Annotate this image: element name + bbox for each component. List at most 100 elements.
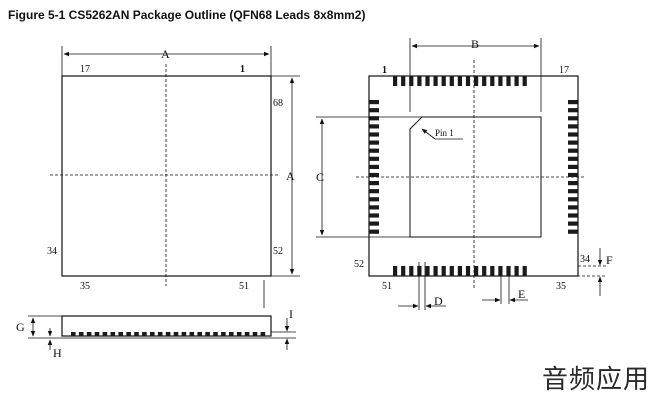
side-lead bbox=[157, 332, 163, 336]
bottom-dim-c-label: C bbox=[316, 170, 324, 184]
side-lead bbox=[142, 332, 147, 336]
pad-top bbox=[506, 76, 511, 86]
pad-right bbox=[568, 156, 578, 161]
bottom-dim-e-label: E bbox=[518, 287, 525, 301]
side-lead bbox=[197, 332, 202, 336]
side-lead bbox=[173, 332, 179, 336]
pad-right bbox=[568, 124, 578, 129]
pad-left bbox=[369, 156, 379, 161]
side-dim-g-label: G bbox=[16, 320, 25, 334]
bottom-view: B C Pin 1 1 17 52 34 51 35 F D E bbox=[316, 37, 613, 310]
side-lead bbox=[102, 332, 108, 336]
pad-right bbox=[568, 148, 578, 153]
side-lead bbox=[252, 332, 258, 336]
bottom-pin-34: 34 bbox=[580, 254, 590, 265]
exposed-pad bbox=[409, 116, 542, 238]
pad-right bbox=[568, 108, 578, 113]
pad-left bbox=[369, 140, 379, 145]
pad-top bbox=[441, 76, 446, 86]
top-view: A A 17 1 68 34 52 35 51 bbox=[47, 46, 300, 292]
bottom-pin-1: 1 bbox=[382, 65, 387, 76]
pad-top bbox=[498, 76, 503, 86]
bottom-view-pads-right bbox=[568, 100, 578, 234]
pad-right bbox=[568, 132, 578, 137]
pad-bottom bbox=[393, 266, 398, 276]
top-pin-35: 35 bbox=[80, 281, 90, 292]
bottom-view-pads-left bbox=[369, 100, 379, 234]
pad-bottom bbox=[457, 266, 462, 276]
side-lead bbox=[134, 332, 139, 336]
pad-left bbox=[369, 221, 379, 226]
pad-top bbox=[449, 76, 454, 86]
top-pin-1: 1 bbox=[240, 64, 245, 75]
bottom-dim-d-label: D bbox=[434, 294, 443, 308]
pad-right bbox=[568, 205, 578, 210]
pad-left bbox=[369, 181, 379, 186]
pad-right bbox=[568, 189, 578, 194]
pad-left bbox=[369, 229, 379, 234]
top-pin-68: 68 bbox=[273, 98, 283, 109]
pad-right bbox=[568, 213, 578, 218]
pad-left bbox=[369, 189, 379, 194]
side-dim-h-label: H bbox=[53, 346, 62, 360]
pad-left bbox=[369, 132, 379, 137]
side-lead bbox=[94, 332, 100, 336]
bottom-pin-52: 52 bbox=[354, 259, 364, 270]
bottom-view-body bbox=[368, 75, 579, 277]
pin1-marker-arrow bbox=[421, 128, 436, 140]
side-lead bbox=[165, 332, 171, 336]
pad-bottom bbox=[506, 266, 511, 276]
pad-right bbox=[568, 116, 578, 121]
side-lead bbox=[118, 332, 123, 336]
bottom-view-pads-bottom bbox=[393, 266, 527, 276]
side-lead bbox=[221, 332, 226, 336]
pad-bottom bbox=[490, 266, 495, 276]
side-lead bbox=[260, 332, 266, 336]
side-lead bbox=[181, 332, 187, 336]
pad-bottom bbox=[474, 266, 479, 276]
bottom-pin-35: 35 bbox=[556, 281, 566, 292]
pad-bottom bbox=[498, 266, 503, 276]
top-pin-51: 51 bbox=[239, 281, 249, 292]
bottom-dim-f-label: F bbox=[606, 253, 613, 267]
side-lead bbox=[150, 332, 155, 336]
side-lead bbox=[244, 332, 250, 336]
pad-top bbox=[514, 76, 519, 86]
bottom-view-pads-top bbox=[393, 76, 527, 86]
pad-top bbox=[522, 76, 527, 86]
top-dim-a-width-label: A bbox=[161, 47, 170, 61]
pad-top bbox=[417, 76, 422, 86]
pad-bottom bbox=[449, 266, 454, 276]
watermark-text: 音频应用 bbox=[541, 365, 650, 395]
pad-right bbox=[568, 221, 578, 226]
pad-bottom bbox=[522, 266, 527, 276]
pad-top bbox=[401, 76, 406, 86]
figure-title: Figure 5-1 CS5262AN Package Outline (QFN… bbox=[8, 8, 366, 22]
pad-left bbox=[369, 205, 379, 210]
pad-left bbox=[369, 124, 379, 129]
pad-right bbox=[568, 100, 578, 105]
pad-top bbox=[433, 76, 438, 86]
pad-bottom bbox=[425, 266, 430, 276]
pad-bottom bbox=[409, 266, 414, 276]
side-lead bbox=[71, 332, 76, 336]
pad-bottom bbox=[401, 266, 406, 276]
top-view-body bbox=[61, 75, 272, 277]
pad-left bbox=[369, 148, 379, 153]
top-dim-a-height-label: A bbox=[286, 169, 295, 183]
pad-bottom bbox=[441, 266, 446, 276]
pad-top bbox=[482, 76, 487, 86]
pad-bottom bbox=[465, 266, 471, 276]
pad-left bbox=[369, 108, 379, 113]
pad-right bbox=[568, 164, 578, 169]
side-view-leads bbox=[71, 332, 266, 336]
pad-left bbox=[369, 164, 379, 169]
bottom-pin-17: 17 bbox=[559, 65, 569, 76]
bottom-pin-51: 51 bbox=[382, 281, 392, 292]
pad-bottom bbox=[482, 266, 487, 276]
side-lead bbox=[78, 332, 84, 336]
side-lead bbox=[236, 332, 242, 336]
pad-right bbox=[568, 181, 578, 186]
side-lead bbox=[189, 332, 195, 336]
pad-right bbox=[568, 197, 578, 202]
